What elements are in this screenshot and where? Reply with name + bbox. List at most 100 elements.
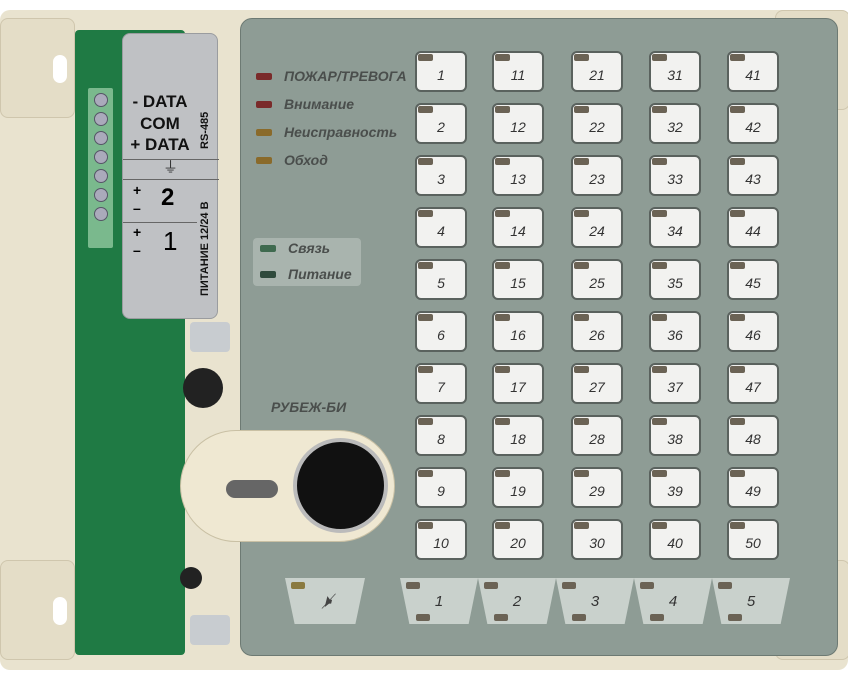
zone-led-icon xyxy=(652,210,667,217)
zone-button-46[interactable]: 46 xyxy=(727,311,779,352)
zone-button-37[interactable]: 37 xyxy=(649,363,701,404)
zone-number: 40 xyxy=(667,534,683,551)
zone-button-16[interactable]: 16 xyxy=(492,311,544,352)
zone-led-icon xyxy=(495,522,510,529)
zone-button-6[interactable]: 6 xyxy=(415,311,467,352)
group-led-icon xyxy=(494,614,508,621)
zone-button-41[interactable]: 41 xyxy=(727,51,779,92)
zone-button-26[interactable]: 26 xyxy=(571,311,623,352)
group-led-icon xyxy=(406,582,420,589)
zone-button-30[interactable]: 30 xyxy=(571,519,623,560)
zone-number: 50 xyxy=(745,534,761,551)
metal-clip xyxy=(190,322,230,352)
zone-button-28[interactable]: 28 xyxy=(571,415,623,456)
group-led-icon xyxy=(484,582,498,589)
zone-button-10[interactable]: 10 xyxy=(415,519,467,560)
zone-button-1[interactable]: 1 xyxy=(415,51,467,92)
zone-button-18[interactable]: 18 xyxy=(492,415,544,456)
zone-button-42[interactable]: 42 xyxy=(727,103,779,144)
zone-button-9[interactable]: 9 xyxy=(415,467,467,508)
zone-led-icon xyxy=(495,106,510,113)
zone-led-icon xyxy=(730,54,745,61)
touch-memory-reader[interactable] xyxy=(293,438,388,533)
group-button-4[interactable]: 4 xyxy=(634,578,712,624)
group-button-2[interactable]: 2 xyxy=(478,578,556,624)
zone-button-49[interactable]: 49 xyxy=(727,467,779,508)
indicator-1: Внимание xyxy=(256,96,354,112)
zone-button-31[interactable]: 31 xyxy=(649,51,701,92)
zone-button-29[interactable]: 29 xyxy=(571,467,623,508)
zone-button-5[interactable]: 5 xyxy=(415,259,467,300)
zone-button-22[interactable]: 22 xyxy=(571,103,623,144)
zone-button-48[interactable]: 48 xyxy=(727,415,779,456)
zone-button-25[interactable]: 25 xyxy=(571,259,623,300)
group-number: 4 xyxy=(668,592,678,610)
zone-button-33[interactable]: 33 xyxy=(649,155,701,196)
zone-button-40[interactable]: 40 xyxy=(649,519,701,560)
zone-number: 44 xyxy=(745,222,761,239)
zone-number: 34 xyxy=(667,222,683,239)
zone-number: 46 xyxy=(745,326,761,343)
zone-led-icon xyxy=(652,158,667,165)
zone-button-39[interactable]: 39 xyxy=(649,467,701,508)
zone-number: 47 xyxy=(745,378,761,395)
zone-button-2[interactable]: 2 xyxy=(415,103,467,144)
zone-button-19[interactable]: 19 xyxy=(492,467,544,508)
zone-button-13[interactable]: 13 xyxy=(492,155,544,196)
group-button-5[interactable]: 5 xyxy=(712,578,790,624)
zone-button-27[interactable]: 27 xyxy=(571,363,623,404)
led-icon xyxy=(260,270,276,278)
zone-led-icon xyxy=(418,366,433,373)
zone-number: 27 xyxy=(589,378,605,395)
zone-button-34[interactable]: 34 xyxy=(649,207,701,248)
zone-led-icon xyxy=(652,106,667,113)
zone-button-7[interactable]: 7 xyxy=(415,363,467,404)
zone-button-45[interactable]: 45 xyxy=(727,259,779,300)
zone-button-38[interactable]: 38 xyxy=(649,415,701,456)
status-label: Питание xyxy=(288,266,352,282)
zone-led-icon xyxy=(652,470,667,477)
zone-button-20[interactable]: 20 xyxy=(492,519,544,560)
zone-button-8[interactable]: 8 xyxy=(415,415,467,456)
zone-number: 2 xyxy=(437,118,445,135)
zone-button-44[interactable]: 44 xyxy=(727,207,779,248)
zone-number: 39 xyxy=(667,482,683,499)
zone-led-icon xyxy=(418,106,433,113)
zone-button-21[interactable]: 21 xyxy=(571,51,623,92)
indicator-0: ПОЖАР/ТРЕВОГА xyxy=(256,68,407,84)
group-button-3[interactable]: 3 xyxy=(556,578,634,624)
zone-number: 26 xyxy=(589,326,605,343)
zone-number: 32 xyxy=(667,118,683,135)
zone-led-icon xyxy=(495,262,510,269)
zone-led-icon xyxy=(495,210,510,217)
zone-button-43[interactable]: 43 xyxy=(727,155,779,196)
zone-number: 17 xyxy=(510,378,526,395)
zone-button-3[interactable]: 3 xyxy=(415,155,467,196)
indicator-label: Обход xyxy=(284,152,328,168)
zone-button-50[interactable]: 50 xyxy=(727,519,779,560)
zone-button-15[interactable]: 15 xyxy=(492,259,544,300)
zone-number: 6 xyxy=(437,326,445,343)
status-indicator-1: Питание xyxy=(260,266,352,282)
zone-button-14[interactable]: 14 xyxy=(492,207,544,248)
zone-button-23[interactable]: 23 xyxy=(571,155,623,196)
zone-number: 31 xyxy=(667,66,683,83)
zone-button-12[interactable]: 12 xyxy=(492,103,544,144)
zone-button-47[interactable]: 47 xyxy=(727,363,779,404)
zone-button-35[interactable]: 35 xyxy=(649,259,701,300)
led-icon xyxy=(256,72,272,80)
label-plus-1: + xyxy=(133,224,142,240)
zone-button-4[interactable]: 4 xyxy=(415,207,467,248)
label-minus-2: – xyxy=(133,200,141,216)
zone-led-icon xyxy=(495,366,510,373)
zone-led-icon xyxy=(418,210,433,217)
zone-button-11[interactable]: 11 xyxy=(492,51,544,92)
zone-button-17[interactable]: 17 xyxy=(492,363,544,404)
zone-button-32[interactable]: 32 xyxy=(649,103,701,144)
label-rs485: RS-485 xyxy=(199,111,211,149)
status-indicator-0: Связь xyxy=(260,240,330,256)
mute-button[interactable]: 🕨̸ xyxy=(285,578,365,624)
zone-button-24[interactable]: 24 xyxy=(571,207,623,248)
group-button-1[interactable]: 1 xyxy=(400,578,478,624)
zone-button-36[interactable]: 36 xyxy=(649,311,701,352)
